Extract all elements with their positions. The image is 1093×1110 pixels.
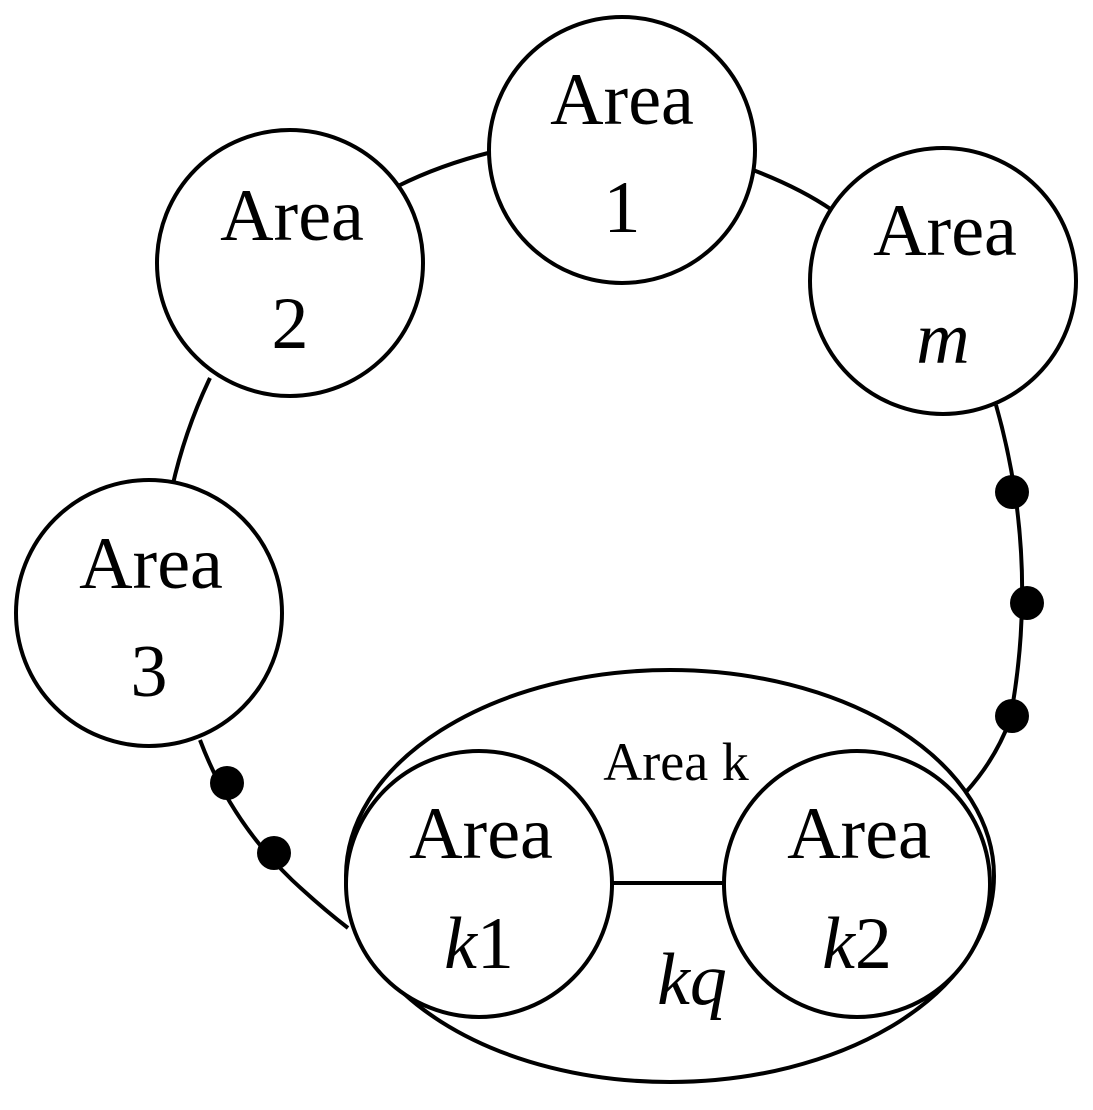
area-k-group-label: Area k — [603, 732, 748, 792]
area-2-number: 2 — [272, 283, 309, 365]
area-k1-node: Area k1 — [344, 749, 614, 1019]
area-m-label: Area — [873, 190, 1017, 272]
area-k2-node: Area k2 — [722, 749, 992, 1019]
ellipsis-dot — [210, 766, 244, 800]
area-3-number: 3 — [131, 631, 168, 713]
area-1-node: Area 1 — [487, 15, 757, 285]
ellipsis-dot — [1010, 586, 1044, 620]
ring-arc-2-3 — [170, 377, 212, 489]
area-m-number: m — [916, 298, 969, 380]
area-3-node: Area 3 — [14, 478, 284, 748]
area-k2-label: Area — [787, 793, 931, 875]
ring-arc-2-1 — [397, 150, 493, 188]
area-k1-label: Area — [409, 793, 553, 875]
area-k1-num: 1 — [477, 903, 514, 985]
area-k2-id: k2 — [822, 903, 892, 985]
area-1-number: 1 — [604, 167, 641, 249]
area-k1-var: k — [444, 903, 478, 985]
area-k2-var: k — [822, 903, 856, 985]
area-1-label: Area — [550, 59, 694, 141]
area-2-label: Area — [220, 175, 364, 257]
area-2-node: Area 2 — [155, 128, 425, 398]
ellipsis-dot — [995, 475, 1029, 509]
area-k2-num: 2 — [855, 903, 892, 985]
area-m-node: Area m — [808, 146, 1078, 416]
ellipsis-dot — [995, 699, 1029, 733]
ellipsis-dot — [257, 836, 291, 870]
area-3-label: Area — [79, 523, 223, 605]
area-k1-id: k1 — [444, 903, 514, 985]
ring-arc-1-m — [752, 168, 834, 212]
kq-link-label: kq — [657, 939, 727, 1021]
